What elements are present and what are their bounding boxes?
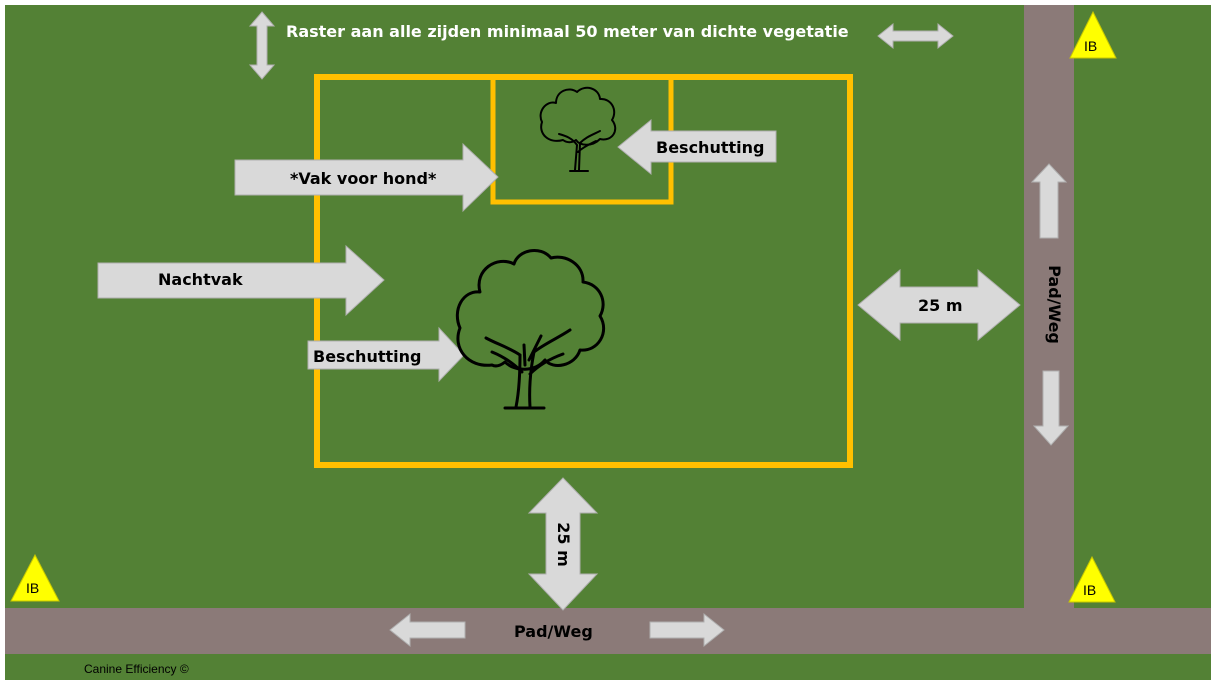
dog-area-arrow	[234, 142, 499, 213]
shelter-large-arrow	[307, 326, 465, 383]
warning-triangle-icon	[1068, 555, 1116, 603]
road-horizontal-label: Pad/Weg	[514, 622, 593, 641]
road-vertical	[1024, 5, 1074, 613]
road-arrow-down	[1032, 370, 1070, 446]
double-arrow-horizontal-top-icon	[877, 22, 954, 50]
warning-triangle-icon	[1069, 10, 1117, 59]
road-arrow-left	[389, 612, 466, 648]
warning-triangle-icon	[10, 553, 60, 602]
double-arrow-vertical-top-icon	[248, 11, 276, 80]
night-area-label: Nachtvak	[158, 270, 243, 289]
grass-background	[5, 5, 1211, 680]
road-arrow-up	[1030, 163, 1068, 239]
distance-bottom-arrow	[527, 477, 599, 611]
tree-large-icon	[455, 248, 606, 410]
road-arrow-right	[649, 612, 725, 648]
credit-text: Canine Efficiency ©	[84, 662, 189, 676]
top-note: Raster aan alle zijden minimaal 50 meter…	[286, 22, 849, 41]
night-area-arrow	[97, 244, 385, 317]
distance-bottom-label: 25 m	[553, 522, 573, 567]
shelter-small-label: Beschutting	[656, 138, 765, 157]
distance-right-arrow	[857, 268, 1021, 342]
shelter-small-arrow	[617, 118, 777, 176]
distance-right-label: 25 m	[918, 296, 963, 315]
dog-area-label: *Vak voor hond*	[290, 169, 437, 188]
shelter-large-label: Beschutting	[313, 347, 422, 366]
marker-label: IB	[26, 580, 40, 596]
road-horizontal	[5, 608, 1211, 654]
marker-label: IB	[1083, 582, 1097, 598]
marker-label: IB	[1084, 38, 1098, 54]
road-vertical-label: Pad/Weg	[1044, 265, 1064, 344]
tree-small-icon	[539, 86, 617, 172]
